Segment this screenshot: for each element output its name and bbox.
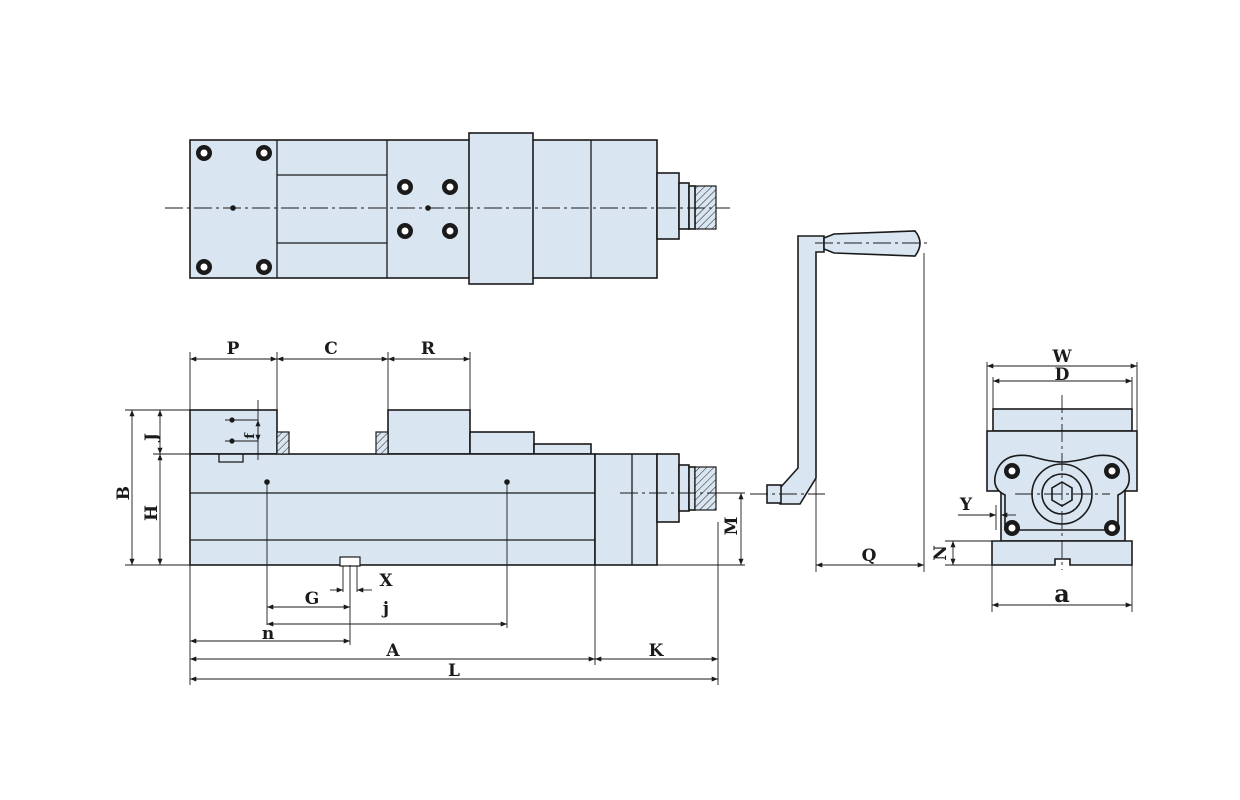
label-Y: Y bbox=[959, 495, 973, 515]
front-spindle-hatch bbox=[694, 466, 717, 511]
label-W: W bbox=[1051, 347, 1072, 367]
top-end-cap bbox=[656, 172, 680, 240]
label-K: K bbox=[649, 641, 665, 661]
label-G: G bbox=[305, 589, 320, 609]
label-J: J bbox=[142, 433, 162, 443]
dimension-labels: P C R B H J f M X G j n A K L Q W D Y N … bbox=[114, 339, 1072, 681]
label-D: D bbox=[1055, 365, 1070, 385]
mounting-holes-top bbox=[196, 145, 458, 275]
moving-jaw bbox=[387, 409, 471, 455]
label-P: P bbox=[227, 339, 240, 359]
label-N: N bbox=[931, 545, 951, 561]
top-spindle-hatch bbox=[694, 185, 717, 230]
top-view bbox=[165, 132, 730, 285]
top-jaw-block bbox=[468, 132, 534, 285]
label-H: H bbox=[142, 505, 162, 521]
label-C: C bbox=[324, 339, 338, 359]
label-Q: Q bbox=[862, 546, 877, 566]
label-B: B bbox=[114, 486, 134, 500]
front-view bbox=[125, 352, 745, 685]
label-R: R bbox=[421, 339, 436, 359]
crank-handle bbox=[750, 230, 930, 572]
vise-base bbox=[189, 453, 596, 566]
side-view bbox=[945, 362, 1138, 612]
label-j: j bbox=[381, 599, 389, 619]
label-L: L bbox=[448, 661, 460, 681]
top-body bbox=[189, 139, 658, 279]
label-M: M bbox=[722, 516, 742, 535]
label-f: f bbox=[243, 432, 258, 439]
crank-grip bbox=[823, 230, 921, 257]
label-n: n bbox=[262, 624, 274, 644]
label-X: X bbox=[379, 571, 393, 591]
side-jaw-top bbox=[992, 408, 1133, 432]
fixed-jaw bbox=[189, 409, 278, 455]
label-A: A bbox=[385, 641, 400, 661]
label-a: a bbox=[1054, 579, 1070, 608]
